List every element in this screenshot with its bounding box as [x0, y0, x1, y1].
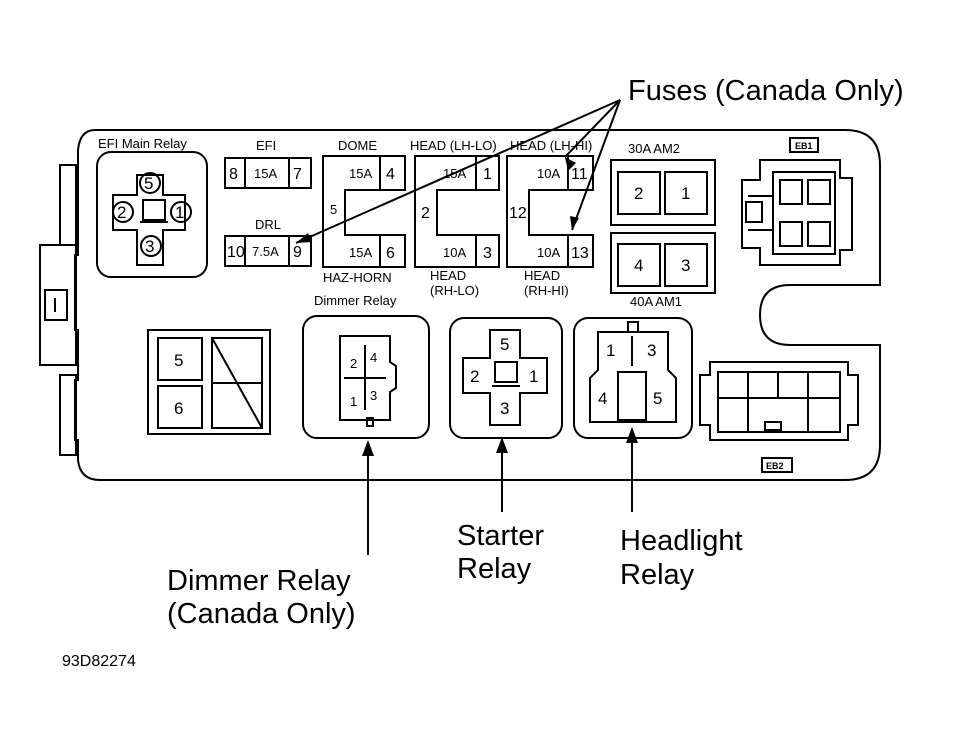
starter-terminal-5: 5	[500, 335, 509, 354]
headlight-terminal-3: 3	[647, 341, 656, 360]
starter-terminal-1: 1	[529, 367, 538, 386]
fuse-dome-side-number: 5	[330, 202, 337, 217]
fuse-efi	[224, 157, 312, 189]
arrowhead-drl	[296, 233, 312, 243]
label-head-rh-hi-1: HEAD	[524, 268, 560, 283]
fuse-efi-number: 8	[229, 166, 238, 183]
starter-terminal-3: 3	[500, 399, 509, 418]
fusible-link-am1	[610, 232, 716, 294]
am1-terminal-4: 4	[634, 256, 643, 275]
dimmer-relay-callout-line2: (Canada Only)	[167, 598, 356, 630]
fuses-callout-arrows	[295, 99, 621, 244]
fusible-link-am2	[610, 159, 716, 226]
efi-main-terminal-3: 3	[145, 237, 154, 256]
arrowhead-lh-hi	[565, 157, 576, 171]
fuse-dome-pin: 4	[386, 166, 395, 183]
fuse-lhlo-rating: 15A	[443, 166, 466, 181]
headlight-relay-callout-line1: Headlight	[620, 525, 743, 557]
label-eb2: EB2	[766, 461, 784, 471]
efi-main-terminal-1: 1	[175, 203, 184, 222]
fuse-lhlo-pin: 1	[483, 166, 492, 183]
starter-terminal-2: 2	[470, 367, 479, 386]
efi-main-terminal-2: 2	[117, 203, 126, 222]
label-head-rh-hi-2: (RH-HI)	[524, 283, 569, 298]
connector-eb1	[741, 137, 853, 266]
label-efi: EFI	[256, 138, 276, 153]
label-eb1: EB1	[795, 141, 813, 151]
dimmer-terminal-4: 4	[370, 350, 377, 365]
dimmer-relay	[302, 315, 430, 439]
fuse-rhlo-rating: 10A	[443, 245, 466, 260]
fuse-drl-rating: 7.5A	[252, 244, 279, 259]
fuses-callout-label: Fuses (Canada Only)	[628, 75, 904, 107]
starter-relay	[449, 317, 563, 439]
arrowhead-rh-hi	[570, 216, 579, 230]
label-dimmer-relay: Dimmer Relay	[314, 293, 397, 308]
dimmer-relay-callout-line1: Dimmer Relay	[167, 565, 351, 597]
block-terminal-5: 5	[174, 351, 183, 370]
label-head-rh-lo-2: (RH-LO)	[430, 283, 479, 298]
fuse-lhlo-side-number: 2	[421, 205, 430, 222]
am1-terminal-3: 3	[681, 256, 690, 275]
fuse-haz-pin: 6	[386, 245, 395, 262]
arrowhead-dimmer	[362, 440, 374, 456]
fuse-rhhi-rating: 10A	[537, 245, 560, 260]
fuse-lhhi-side-number: 12	[509, 205, 527, 222]
label-haz-horn: HAZ-HORN	[323, 270, 392, 285]
arrowhead-starter	[496, 437, 508, 453]
label-drl: DRL	[255, 217, 281, 232]
housing-side-clips	[39, 164, 77, 456]
label-head-lh-hi: HEAD (LH-HI)	[510, 138, 592, 153]
fuse-haz-rating: 15A	[349, 245, 372, 260]
starter-relay-callout-line2: Relay	[457, 553, 532, 585]
fuse-lhhi-pin: 11	[571, 166, 588, 183]
efi-main-terminal-5: 5	[144, 174, 153, 193]
label-am2: 30A AM2	[628, 141, 680, 156]
headlight-relay	[573, 317, 693, 439]
label-dome: DOME	[338, 138, 377, 153]
fuse-rhhi-pin: 13	[571, 245, 589, 262]
headlight-terminal-1: 1	[606, 341, 615, 360]
label-head-lh-lo: HEAD (LH-LO)	[410, 138, 497, 153]
efi-main-relay	[96, 151, 208, 278]
fuse-efi-pin: 7	[293, 166, 302, 183]
label-head-rh-lo-1: HEAD	[430, 268, 466, 283]
fuse-efi-rating: 15A	[254, 166, 277, 181]
fuse-head-lo	[414, 155, 500, 268]
dimmer-terminal-3: 3	[370, 388, 377, 403]
fuse-dome-rating: 15A	[349, 166, 372, 181]
headlight-terminal-5: 5	[653, 389, 662, 408]
label-am1: 40A AM1	[630, 294, 682, 309]
relay-block-5-6	[147, 329, 271, 435]
fuse-drl-number: 10	[227, 244, 245, 261]
am2-terminal-1: 1	[681, 184, 690, 203]
starter-relay-callout-line1: Starter	[457, 520, 544, 552]
figure-code: 93D82274	[62, 653, 136, 670]
label-efi-main-relay: EFI Main Relay	[98, 136, 187, 151]
fuse-rhlo-pin: 3	[483, 245, 492, 262]
fuse-dome-haz	[322, 155, 406, 268]
dimmer-terminal-1: 1	[350, 394, 357, 409]
fuse-drl-pin: 9	[293, 244, 302, 261]
fuse-drl	[224, 235, 312, 267]
headlight-terminal-4: 4	[598, 389, 607, 408]
block-terminal-6: 6	[174, 399, 183, 418]
fuse-lhhi-rating: 10A	[537, 166, 560, 181]
headlight-relay-callout-line2: Relay	[620, 559, 695, 591]
connector-eb2	[699, 361, 859, 473]
dimmer-terminal-2: 2	[350, 356, 357, 371]
am2-terminal-2: 2	[634, 184, 643, 203]
arrowhead-headlight	[626, 427, 638, 443]
